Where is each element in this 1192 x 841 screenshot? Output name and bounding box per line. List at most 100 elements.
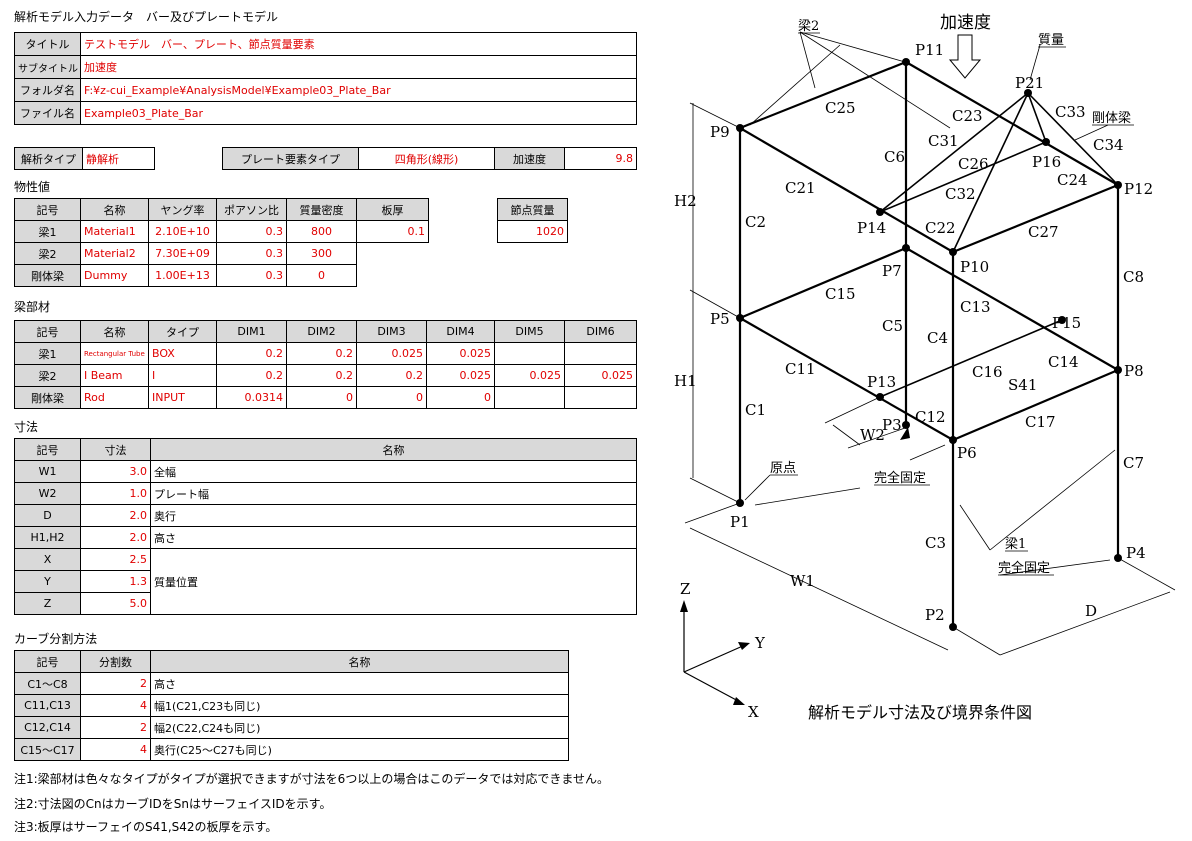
point-label: P14: [857, 219, 886, 237]
w2-label: W2: [860, 426, 885, 444]
accel-label: 加速度: [940, 13, 991, 33]
table-cell: 2.10E+10: [148, 220, 217, 243]
analysis-type-value: 静解析: [82, 147, 155, 170]
point-label: P10: [960, 258, 989, 276]
w1-label: W1: [790, 572, 815, 590]
column-header: DIM5: [494, 320, 565, 343]
table-cell: 0: [356, 386, 427, 409]
analysis-type-table: 解析タイプ静解析: [14, 147, 155, 170]
table-cell: 0.025: [356, 342, 427, 365]
table-cell: Rod: [80, 386, 149, 409]
column-header: 名称: [80, 198, 149, 221]
curve-label: C5: [882, 317, 903, 335]
column-header: 記号: [14, 650, 81, 673]
curve-label: C34: [1093, 136, 1124, 154]
accel-label: 加速度: [494, 147, 565, 170]
column-header: 板厚: [356, 198, 429, 221]
dims-section-title: 寸法: [14, 420, 39, 434]
point-label: P12: [1124, 180, 1153, 198]
plate-lines: [879, 319, 1063, 398]
curve-label: C12: [915, 408, 946, 426]
info-value: 加速度: [80, 55, 637, 79]
column-header: ポアソン比: [216, 198, 287, 221]
column-header: ヤング率: [148, 198, 217, 221]
fixed-label: 完全固定: [998, 560, 1050, 576]
plate-type-label: プレート要素タイプ: [222, 147, 359, 170]
table-cell: 0.3: [216, 264, 287, 287]
table-cell: 0.1: [356, 220, 429, 243]
table-cell: Dummy: [80, 264, 149, 287]
h1-label: H1: [674, 372, 697, 390]
column-header: 名称: [150, 650, 569, 673]
column-header: DIM2: [286, 320, 357, 343]
table-cell: 1.00E+13: [148, 264, 217, 287]
point-label: P6: [957, 444, 977, 462]
table-cell: C12,C14: [14, 716, 81, 739]
curve-label: C3: [925, 534, 946, 552]
table-cell: 梁1: [14, 220, 81, 243]
table-cell: 0: [426, 386, 495, 409]
node-mass-value: 1020: [497, 220, 568, 243]
curve-label: C7: [1123, 454, 1144, 472]
y-axis-label: Y: [754, 634, 766, 652]
point-label: P16: [1032, 153, 1061, 171]
curve-label: C4: [927, 329, 948, 347]
table-cell: H1,H2: [14, 526, 81, 549]
note-3: 注3:板厚はサーフェイのS41,S42の板厚を示す。: [14, 820, 278, 834]
arrow-heads: [680, 427, 910, 705]
table-cell: Z: [14, 592, 81, 615]
curve-label: C15: [825, 285, 856, 303]
label-underlines: [770, 32, 1134, 576]
table-cell: 0.025: [494, 364, 565, 387]
accel-value: 9.8: [564, 147, 637, 170]
point-label: P7: [882, 262, 902, 280]
table-cell: BOX: [148, 342, 217, 365]
column-header: 記号: [14, 438, 81, 461]
surface-label: S41: [1008, 376, 1037, 394]
table-cell: 0.3: [216, 220, 287, 243]
point-label: P9: [710, 123, 730, 141]
h2-label: H2: [674, 192, 697, 210]
column-header: 分割数: [80, 650, 151, 673]
curve-label: C17: [1025, 413, 1056, 431]
node-mass-table: 節点質量 1020: [497, 198, 568, 243]
curve-label: C31: [928, 132, 959, 150]
curve-label: C27: [1028, 223, 1059, 241]
mass-label: 質量: [1038, 33, 1064, 48]
curve-label: C21: [785, 179, 816, 197]
table-cell: 剛体梁: [14, 264, 81, 287]
props-header-row: 記号 名称 ヤング率 ポアソン比 質量密度 板厚: [14, 198, 429, 221]
diagram-labels: 加速度 梁2 質量 剛体梁 原点 完全固定 梁1 完全固定 H2 H1 W1 W…: [674, 13, 1153, 722]
diagram-caption: 解析モデル寸法及び境界条件図: [808, 703, 1032, 722]
dimension-lines: [684, 31, 1176, 656]
plate-type-value: 四角形(線形): [358, 147, 495, 170]
table-cell: W1: [14, 460, 81, 483]
analysis-type-label: 解析タイプ: [14, 147, 83, 170]
column-header: タイプ: [148, 320, 217, 343]
beams-header-row: 記号 名称 タイプ DIM1 DIM2 DIM3 DIM4 DIM5 DIM6: [14, 320, 637, 343]
props-section-title: 物性値: [14, 180, 51, 194]
table-cell: 5.0: [80, 592, 151, 615]
column-header: DIM3: [356, 320, 427, 343]
table-cell: INPUT: [148, 386, 217, 409]
curve-label: C24: [1057, 171, 1088, 189]
table-cell: 高さ: [150, 526, 637, 549]
axis-lines: [683, 605, 746, 703]
table-row: 剛体梁 Dummy 1.00E+13 0.3 0: [14, 264, 429, 287]
curve-label: C23: [952, 107, 983, 125]
table-cell: 300: [286, 242, 357, 265]
curve-label: C8: [1123, 268, 1144, 286]
table-row: 梁2 Material2 7.30E+09 0.3 300: [14, 242, 429, 265]
curve-label: C32: [945, 185, 976, 203]
point-label: P4: [1126, 544, 1146, 562]
